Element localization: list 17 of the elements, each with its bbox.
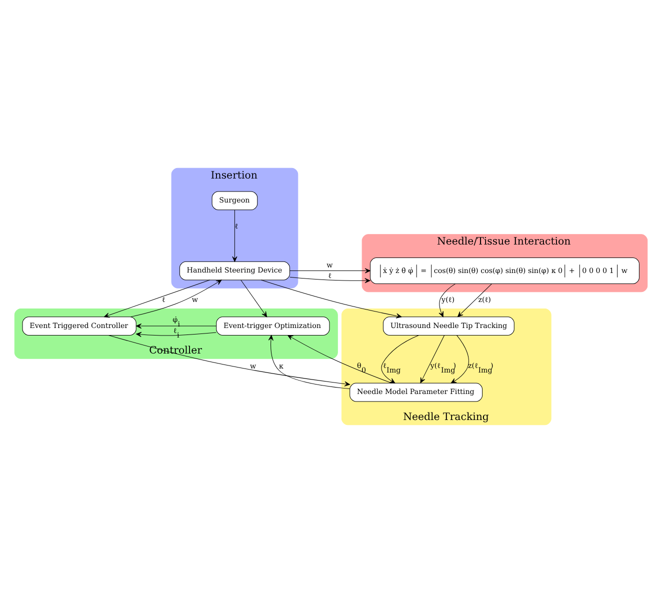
arrow xyxy=(381,334,420,384)
arrow xyxy=(136,332,216,337)
arrow xyxy=(290,268,370,274)
arrow xyxy=(438,284,456,318)
arrow xyxy=(232,210,238,262)
arrow xyxy=(268,335,350,390)
arrow xyxy=(104,280,210,318)
arrow xyxy=(240,280,268,318)
arrow xyxy=(450,335,469,384)
arrow xyxy=(130,280,222,318)
arrow xyxy=(290,276,370,284)
arrow xyxy=(108,334,350,386)
arrow xyxy=(458,284,492,317)
arrow xyxy=(420,335,445,384)
arrow xyxy=(136,324,216,329)
arrow xyxy=(260,280,402,318)
arrow xyxy=(287,335,392,384)
